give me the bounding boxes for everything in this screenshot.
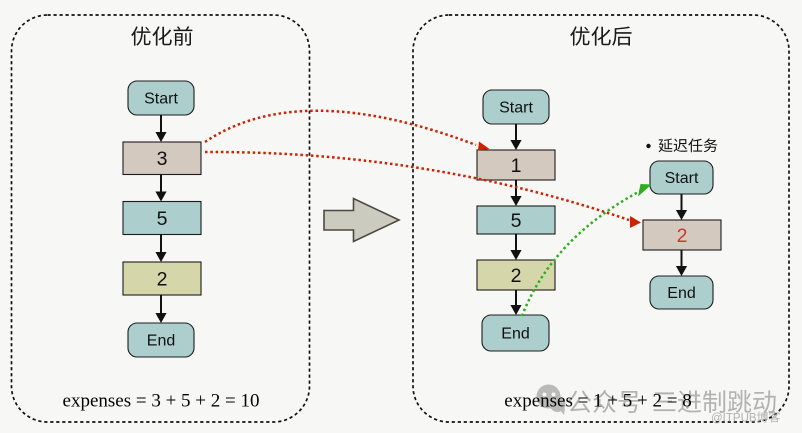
svg-text:Start: Start — [144, 91, 178, 108]
svg-text:2: 2 — [677, 225, 688, 247]
svg-text:End: End — [147, 333, 175, 350]
svg-text:5: 5 — [511, 210, 522, 232]
svg-text:5: 5 — [157, 208, 168, 230]
svg-text:3: 3 — [157, 148, 168, 170]
svg-text:@ITPUB: @ITPUB — [711, 413, 757, 425]
svg-text:expenses = 1 + 5 + 2 = 8: expenses = 1 + 5 + 2 = 8 — [504, 391, 691, 412]
svg-text:Start: Start — [665, 170, 699, 187]
svg-text:1: 1 — [511, 155, 522, 177]
svg-text:End: End — [667, 285, 695, 302]
svg-text:expenses = 3 + 5 + 2 = 10: expenses = 3 + 5 + 2 = 10 — [63, 391, 260, 412]
svg-text:End: End — [501, 326, 529, 343]
svg-text:2: 2 — [511, 265, 522, 287]
svg-text:Start: Start — [499, 100, 533, 117]
svg-text:2: 2 — [157, 268, 168, 290]
